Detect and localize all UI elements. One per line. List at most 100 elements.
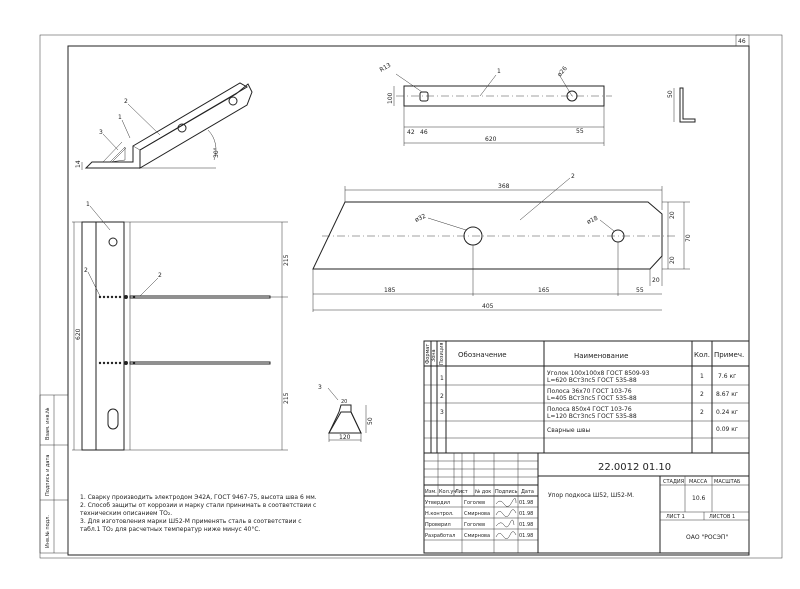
- tb-signer1-date: 01.98: [519, 500, 533, 506]
- tb-signer3-role: Проверил: [425, 522, 451, 528]
- page-number-box: [735, 34, 750, 47]
- elevation-view: 1 2 2 620 215 215: [72, 201, 290, 451]
- tb-signer2-role: Н.контрол.: [425, 511, 454, 517]
- tb-signer1-name: Гоголев: [464, 500, 485, 506]
- spec-row4-note: 0.09 кг: [716, 426, 738, 433]
- plate3-dim-20: 20: [341, 399, 347, 405]
- strip-dim-46: 46: [420, 129, 428, 136]
- note-line-4: 3. Для изготовления марки Ш52-М применят…: [80, 518, 302, 525]
- spec-row1-name2: L=620 ВСт3пс5 ГОСТ 535-88: [547, 377, 637, 384]
- strip-dim-100: 100: [387, 92, 394, 104]
- spec-table: Формат Зона Позиция Обозначение Наименов…: [423, 340, 750, 454]
- spec-head-designation: Обозначение: [458, 351, 507, 359]
- spec-row1-note: 7.6 кг: [718, 373, 736, 380]
- plate3-callout: 3: [318, 384, 322, 391]
- elev-dim-215-upper: 215: [283, 254, 290, 266]
- signature-3: [495, 519, 515, 528]
- plate3-view: 3 20 50 120: [318, 384, 374, 442]
- elev-dim-620: 620: [75, 328, 82, 340]
- spec-row2-pos: 2: [440, 393, 444, 400]
- elev-callout-1: 1: [86, 201, 90, 208]
- title-block: Изм. Кол.уч Лист № док Подпись Дата Утве…: [423, 452, 750, 554]
- side-stamp: Взам. инв.№ Подпись и дата Инв.№ подл.: [39, 394, 69, 554]
- plate-dim-55: 55: [636, 287, 644, 294]
- tb-signer2-date: 01.98: [519, 511, 533, 517]
- tb-scale-label: МАСШТАБ: [714, 479, 741, 485]
- tb-col-doc: № док: [475, 489, 491, 495]
- tb-signer4-role: Разработал: [425, 533, 455, 539]
- signature-2: [495, 509, 517, 517]
- spec-row4-name: Сварные швы: [547, 427, 590, 434]
- strip-dim-42: 42: [407, 129, 415, 136]
- spec-head-zone: Зона: [431, 349, 437, 362]
- tb-stage-label: СТАДИЯ: [663, 479, 684, 485]
- signature-4: [495, 531, 517, 539]
- angle-dim-50: 50: [667, 90, 674, 98]
- tb-mass-label: МАССА: [689, 479, 708, 485]
- spec-row1-qty: 1: [700, 373, 704, 380]
- plate-dim-185: 185: [384, 287, 396, 294]
- plate3-dim-120: 120: [339, 434, 351, 441]
- tb-title: Упор подкоса Ш52, Ш52-М.: [548, 492, 634, 499]
- tb-signer1-role: Утвердил: [425, 500, 450, 506]
- tb-signer4-name: Смирнова: [464, 533, 490, 539]
- tb-col-list: Лист: [455, 489, 468, 495]
- tb-col-izm: Изм.: [425, 489, 437, 495]
- spec-row3-pos: 3: [440, 409, 444, 416]
- outer-frame: [39, 34, 783, 559]
- spec-head-qty: Кол.: [694, 351, 710, 359]
- iso-callout-2: 2: [124, 98, 128, 105]
- plate-dim-70: 70: [685, 234, 692, 242]
- spec-row2-qty: 2: [700, 391, 704, 398]
- iso-view: 14 2 3 1 30°: [75, 82, 253, 170]
- spec-row3-name2: L=120 ВСт3пс5 ГОСТ 535-88: [547, 413, 637, 420]
- tb-col-kol: Кол.уч: [439, 489, 456, 495]
- spec-row3-name1: Полоса 850х4 ГОСТ 103-76: [547, 406, 632, 413]
- elev-callout-2a: 2: [84, 267, 88, 274]
- angle-section: 50: [667, 87, 696, 123]
- tb-signer2-name: Смирнова: [464, 511, 490, 517]
- tb-sheets-label: ЛИСТОВ 1: [709, 514, 735, 520]
- elev-dim-215-lower: 215: [283, 392, 290, 404]
- side-label-sign: Подпись и дата: [45, 455, 51, 496]
- tb-col-date: Дата: [521, 489, 534, 495]
- spec-head-name: Наименование: [574, 352, 628, 360]
- plate-dim-165: 165: [538, 287, 550, 294]
- tb-organization: ОАО "РОСЭП": [686, 534, 728, 541]
- plate-dim-20-top: 20: [669, 211, 676, 219]
- side-label-replace: Взам. инв.№: [45, 407, 51, 440]
- note-line-1: 1. Сварку производить электродом Э42А, Г…: [80, 494, 317, 501]
- strip-dim-55: 55: [576, 128, 584, 135]
- strip-dim-620: 620: [485, 136, 497, 143]
- side-label-inventory: Инв.№ подл.: [45, 515, 51, 548]
- plate-dim-20-right: 20: [652, 277, 660, 284]
- tb-signer3-date: 01.98: [519, 522, 533, 528]
- spec-row2-name1: Полоса 36х70 ГОСТ 103-76: [547, 388, 632, 395]
- plate-hole-32: ø32: [414, 213, 427, 224]
- iso-angle-30: 30°: [213, 147, 220, 158]
- notes: 1. Сварку производить электродом Э42А, Г…: [80, 494, 317, 533]
- spec-row2-name2: L=405 ВСт3пс5 ГОСТ 535-88: [547, 395, 637, 402]
- spec-row3-qty: 2: [700, 409, 704, 416]
- tb-signer4-date: 01.98: [519, 533, 533, 539]
- plate-callout-2: 2: [571, 173, 575, 180]
- spec-row2-note: 8.67 кг: [716, 391, 738, 398]
- iso-callout-1: 1: [118, 114, 122, 121]
- note-line-2: 2. Способ защиты от коррозии и марку ста…: [80, 502, 316, 509]
- plate3-dim-50: 50: [367, 417, 374, 425]
- plate-dim-405: 405: [482, 303, 494, 310]
- spec-row3-note: 0.24 кг: [716, 409, 738, 416]
- plate-view: 368 2 ø32 ø18 20 70 20 20 185 165 55 405: [312, 173, 692, 312]
- note-line-3: техническим описанием ТО₂.: [80, 510, 172, 517]
- page-number: 46: [738, 38, 746, 45]
- note-line-5: табл.1 ТО₂ для расчетных температур ниже…: [80, 526, 261, 533]
- spec-row1-name1: Уголок 100х100х8 ГОСТ 8509-93: [547, 370, 650, 377]
- spec-head-pos: Позиция: [439, 343, 445, 365]
- tb-code: 22.0012 01.10: [598, 462, 671, 473]
- spec-row1-pos: 1: [440, 375, 444, 382]
- iso-callout-3: 3: [99, 129, 103, 136]
- inner-frame: [67, 45, 750, 556]
- tb-mass-value: 10.6: [692, 495, 706, 502]
- tb-sheet-label: ЛИСТ 1: [666, 514, 685, 520]
